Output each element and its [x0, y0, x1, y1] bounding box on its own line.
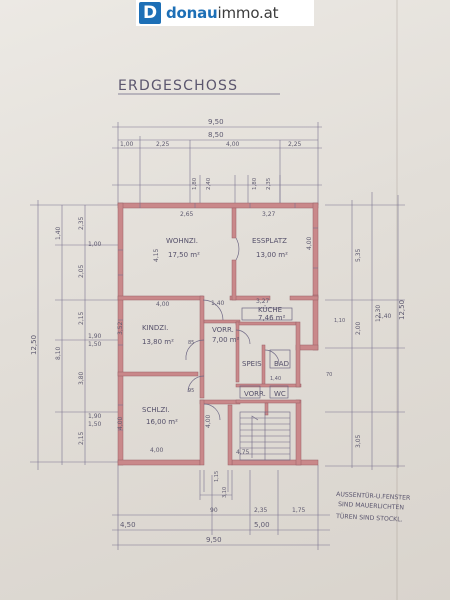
dim-inner-2: 3,27 [262, 211, 276, 218]
dim-inner-10: 3,52 [117, 321, 124, 335]
dim-left-part-4: 2,15 [78, 311, 85, 325]
dim-top-part-1: 1,00 [120, 141, 134, 148]
dim-top-part-4: 2,25 [288, 141, 302, 148]
dim-top-window-b: 1,80 [252, 177, 258, 190]
dim-inner-4: 4,00 [306, 236, 313, 250]
brand-mark-icon: D [139, 2, 161, 24]
dim-top-window-a: 1,80 [192, 177, 198, 190]
dim-inner-24: 1,15 [214, 471, 220, 482]
dim-inner-15: 1,50 [88, 341, 102, 348]
room-name-wc: WC [274, 390, 286, 398]
door-swings [185, 237, 293, 421]
room-area-kueche: 7,46 m² [258, 314, 286, 322]
dim-inner-16: 1,90 [88, 413, 102, 420]
dim-top-overall: 9,50 [208, 118, 224, 126]
room-name-kinderzimmer: KINDZI. [142, 324, 168, 332]
dim-inner-1: 2,65 [180, 211, 194, 218]
dim-bottom-part-1: 4,50 [120, 521, 136, 529]
dim-top-part-3: 4,00 [226, 141, 240, 148]
dim-inner-18: 1,00 [88, 241, 102, 248]
room-name-essplatz: ESSPLATZ [252, 237, 287, 245]
dim-inner-6: 4,00 [150, 447, 164, 454]
dim-inner-12: 4,00 [205, 414, 212, 428]
room-name-kueche: KÜCHE [258, 305, 282, 314]
dim-top-window-b2: 2,35 [266, 177, 272, 190]
dim-right-part-1: 5,35 [355, 248, 362, 262]
dim-bottom-sub-3: 1,75 [292, 507, 306, 514]
dim-right-inner: 12,30 [375, 305, 382, 322]
room-area-wohnzimmer: 17,50 m² [168, 251, 200, 259]
dim-top-window-a2: 2,40 [206, 177, 212, 190]
room-name-bad: BAD [274, 360, 289, 368]
dim-left-inner: 8,10 [55, 346, 62, 360]
note-line-1: AUSSENTÜR-U.FENSTER [336, 489, 411, 502]
dim-left-part-2: 2,35 [78, 216, 85, 230]
dim-left-part-6: 2,15 [78, 431, 85, 445]
dim-inner-21: 85 [188, 340, 194, 346]
dim-bottom-overall: 9,50 [206, 536, 222, 544]
dim-inner-17: 1,50 [88, 421, 102, 428]
dim-bottom-part-2: 5,00 [254, 521, 270, 529]
plan-title: ERDGESCHOSS [118, 78, 238, 94]
dim-inner-14: 1,90 [88, 333, 102, 340]
dim-left-part-5: 3,80 [78, 371, 85, 385]
room-area-vorraum: 7,00 m² [212, 336, 240, 344]
room-name-vorraum: VORR. [212, 326, 234, 334]
walls [117, 202, 319, 466]
dim-left-overall: 12,50 [30, 335, 38, 355]
staircase [239, 411, 291, 461]
dim-right-overall: 12,50 [398, 300, 406, 320]
room-name-vorraum-2: VORR. [244, 390, 266, 398]
dimension-lines [30, 122, 405, 550]
dim-top-inner: 8,50 [208, 131, 224, 139]
dim-right-part-3: 3,05 [355, 434, 362, 448]
room-area-kinderzimmer: 13,80 m² [142, 338, 174, 346]
room-name-wohnzimmer: WOHNZI. [166, 237, 198, 245]
window-marks [118, 203, 318, 431]
dim-inner-8: 3,27 [256, 298, 270, 305]
room-area-schlafzimmer: 16,00 m² [146, 418, 178, 426]
dim-inner-25: 3,10 [222, 487, 228, 498]
room-name-speis: SPEIS [242, 360, 262, 368]
dim-inner-3: 4,15 [153, 248, 160, 262]
dim-inner-22: 95 [188, 388, 194, 394]
note-line-2: SIND MAUERLICHTEN [338, 501, 405, 511]
dim-inner-7: 1,40 [211, 300, 225, 307]
dim-bottom-sub-2: 2,35 [254, 507, 268, 514]
brand-name: donauimmo.at [166, 4, 278, 22]
brand-suffix: immo.at [217, 4, 279, 22]
dim-inner-13: 4,75 [236, 449, 250, 456]
brand-logo[interactable]: D donauimmo.at [136, 0, 314, 26]
dim-inner-9: 1,40 [270, 376, 281, 382]
dim-inner-11: 4,00 [117, 416, 124, 430]
note-line-3: TÜREN SIND STOCKL. [335, 511, 403, 524]
dim-inner-5: 4,00 [156, 301, 170, 308]
dim-top-part-2: 2,25 [156, 141, 170, 148]
room-area-essplatz: 13,00 m² [256, 251, 288, 259]
brand-prefix: donau [166, 4, 218, 22]
dim-right-part-2: 2,00 [355, 321, 362, 335]
dim-inner-19: 1,40 [378, 313, 392, 320]
dim-left-part-1: 1,40 [55, 226, 62, 240]
room-name-schlafzimmer: SCHLZI. [142, 406, 170, 414]
dim-bottom-sub-1: 90 [210, 507, 218, 514]
dim-left-part-3: 2,05 [78, 264, 85, 278]
dim-inner-20: 70 [326, 372, 332, 378]
dim-inner-23: 1,10 [334, 318, 345, 324]
